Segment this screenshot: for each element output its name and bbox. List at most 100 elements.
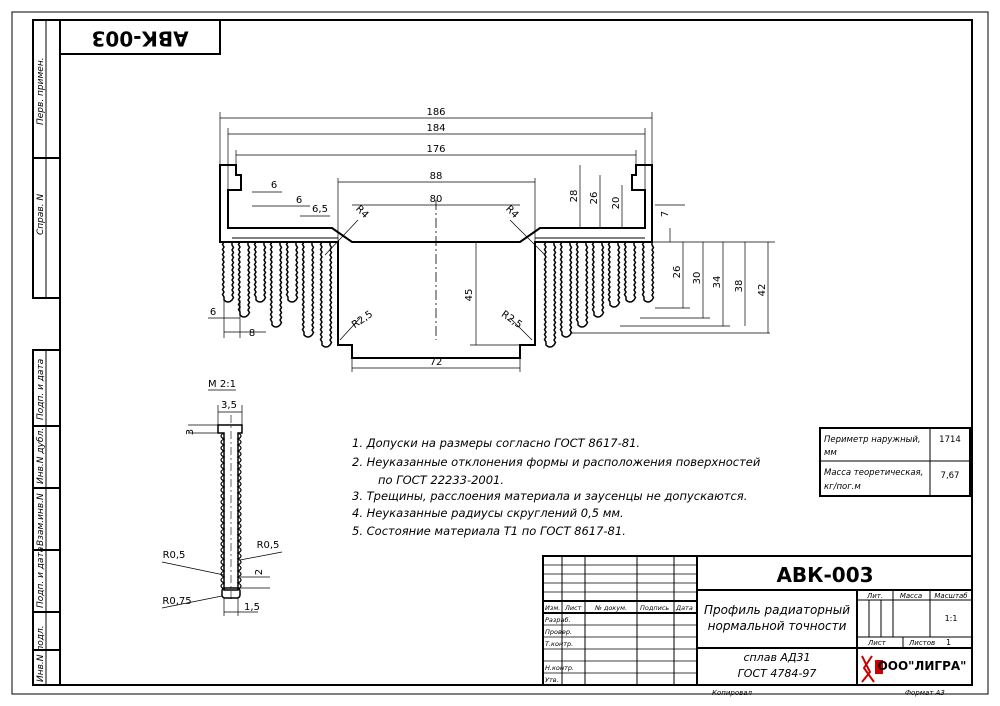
detail-scale: М 2:1 — [208, 379, 236, 390]
dim-26: 26 — [589, 192, 600, 205]
title-block-texts: АВК-003 Профиль радиаторный нормальной т… — [545, 563, 968, 697]
note-2b: по ГОСТ 22233-2001. — [378, 473, 504, 487]
dim-184: 184 — [426, 123, 445, 134]
detail-wave-right — [236, 432, 242, 590]
dim-7: 7 — [660, 211, 671, 217]
col-izm: Изм. — [545, 604, 560, 612]
label-podp-data-2: Подп. и дата — [36, 547, 46, 608]
dim-176: 176 — [426, 144, 445, 155]
dim-45: 45 — [464, 289, 475, 302]
row-nkontr: Н.контр. — [545, 664, 574, 672]
fin — [269, 241, 283, 328]
dim-20: 20 — [611, 197, 622, 210]
fin — [607, 241, 621, 308]
side-labels: Перв. примен. Справ. N Подп. и дата Инв.… — [36, 57, 46, 682]
fin — [253, 241, 267, 303]
detail-r0-75: R0,75 — [162, 596, 191, 607]
company-name: ООО"ЛИГРА" — [878, 659, 967, 673]
note-5: 5. Состояние материала Т1 по ГОСТ 8617-8… — [352, 524, 626, 538]
fin — [543, 241, 557, 348]
radius-r2-5-right: R2,5 — [499, 309, 524, 331]
dim-186: 186 — [426, 107, 445, 118]
detail-r0-5-left: R0,5 — [163, 550, 186, 561]
technical-notes: 1. Допуски на размеры согласно ГОСТ 8617… — [352, 436, 761, 538]
company-logo — [861, 655, 883, 683]
dim-72: 72 — [430, 357, 443, 368]
scale-header: Масштаб — [934, 592, 968, 600]
format-label: Формат А3 — [905, 689, 945, 697]
fin — [591, 241, 605, 318]
detail-r0-5-right: R0,5 — [257, 540, 280, 551]
dim-88: 88 — [430, 171, 443, 182]
detail-dim-3: 3 — [185, 429, 196, 435]
fin — [319, 241, 333, 348]
rotated-code: АВК-003 — [91, 27, 188, 51]
col-date: Дата — [675, 604, 693, 612]
mass-value: 7,67 — [941, 471, 960, 481]
scale-value: 1:1 — [945, 614, 958, 623]
dim-6-a: 6 — [271, 180, 277, 191]
note-4: 4. Неуказанные радиусы скруглений 0,5 мм… — [352, 506, 624, 520]
row-razrab: Разраб. — [545, 616, 571, 624]
label-sprav-n: Справ. N — [36, 194, 46, 235]
fin — [285, 241, 299, 303]
fin — [221, 241, 235, 303]
perimeter-label-1: Периметр наружный, — [824, 435, 921, 445]
dim-80: 80 — [430, 194, 443, 205]
mass-label-2: кг/пог.м — [824, 482, 861, 492]
mass-header: Масса — [900, 592, 922, 600]
perimeter-label-2: мм — [824, 448, 837, 458]
col-doc: № докум. — [594, 604, 627, 612]
fin — [575, 241, 589, 328]
detail-fin-outline — [217, 424, 243, 591]
label-vzam-inv: Взам.инв.N — [36, 493, 46, 546]
dim-42: 42 — [757, 284, 768, 297]
col-list: Лист — [564, 604, 582, 612]
dim-6-5: 6,5 — [312, 204, 328, 215]
sheet-label: Лист — [867, 639, 887, 647]
info-table: Периметр наружный, мм 1714 Масса теорети… — [819, 427, 971, 497]
sheets-value: 1 — [946, 638, 951, 647]
radius-r4-left: R4 — [353, 204, 370, 221]
radius-r2-5-left: R2,5 — [350, 309, 375, 331]
material-line-1: сплав АД31 — [743, 651, 810, 664]
dim-8: 8 — [249, 328, 255, 339]
fin — [237, 241, 251, 318]
sheet-frame — [11, 11, 989, 695]
fin — [641, 241, 655, 303]
sheets-label: Листов — [908, 639, 935, 647]
label-inv-podl: Инв.N подл. — [36, 625, 46, 682]
mass-label-1: Масса теоретическая, — [824, 468, 923, 478]
dim-34: 34 — [712, 276, 723, 289]
detail-dim-2: 2 — [254, 569, 265, 575]
title-line-2: нормальной точности — [708, 619, 847, 633]
dim-6-b: 6 — [296, 195, 302, 206]
row-utv: Утв. — [545, 676, 559, 684]
dim-30: 30 — [692, 272, 703, 285]
note-1: 1. Допуски на размеры согласно ГОСТ 8617… — [352, 436, 640, 450]
fin — [559, 241, 573, 338]
detail-wave-left — [220, 432, 226, 590]
dimension-lines — [208, 112, 775, 372]
fin-detail: М 2:1 3,5 3 R0,5 R0,5 R0,75 2 1,5 — [161, 379, 283, 616]
fin — [301, 241, 315, 338]
copied-label: Копировал — [712, 689, 753, 697]
fin — [623, 241, 637, 303]
col-sign: Подпись — [640, 604, 669, 612]
radius-r4-right: R4 — [503, 204, 520, 221]
note-2: 2. Неуказанные отклонения формы и распол… — [352, 455, 761, 469]
perimeter-value: 1714 — [939, 435, 961, 445]
title-line-1: Профиль радиаторный — [704, 603, 850, 617]
dim-38: 38 — [734, 280, 745, 293]
lit-label: Лит. — [866, 592, 883, 600]
profile-outline — [219, 164, 653, 359]
title-block — [542, 555, 973, 686]
dimension-texts: 186 184 176 88 80 6 6 6,5 28 26 20 7 R4 … — [210, 107, 768, 368]
fins — [221, 241, 655, 348]
dim-26-fin: 26 — [672, 266, 683, 279]
detail-dim-1-5: 1,5 — [244, 602, 260, 613]
label-podp-data-1: Подп. и дата — [36, 359, 46, 420]
label-perv-primen: Перв. примен. — [36, 57, 46, 125]
row-tkontr: Т.контр. — [545, 640, 573, 648]
dim-6-c: 6 — [210, 307, 216, 318]
